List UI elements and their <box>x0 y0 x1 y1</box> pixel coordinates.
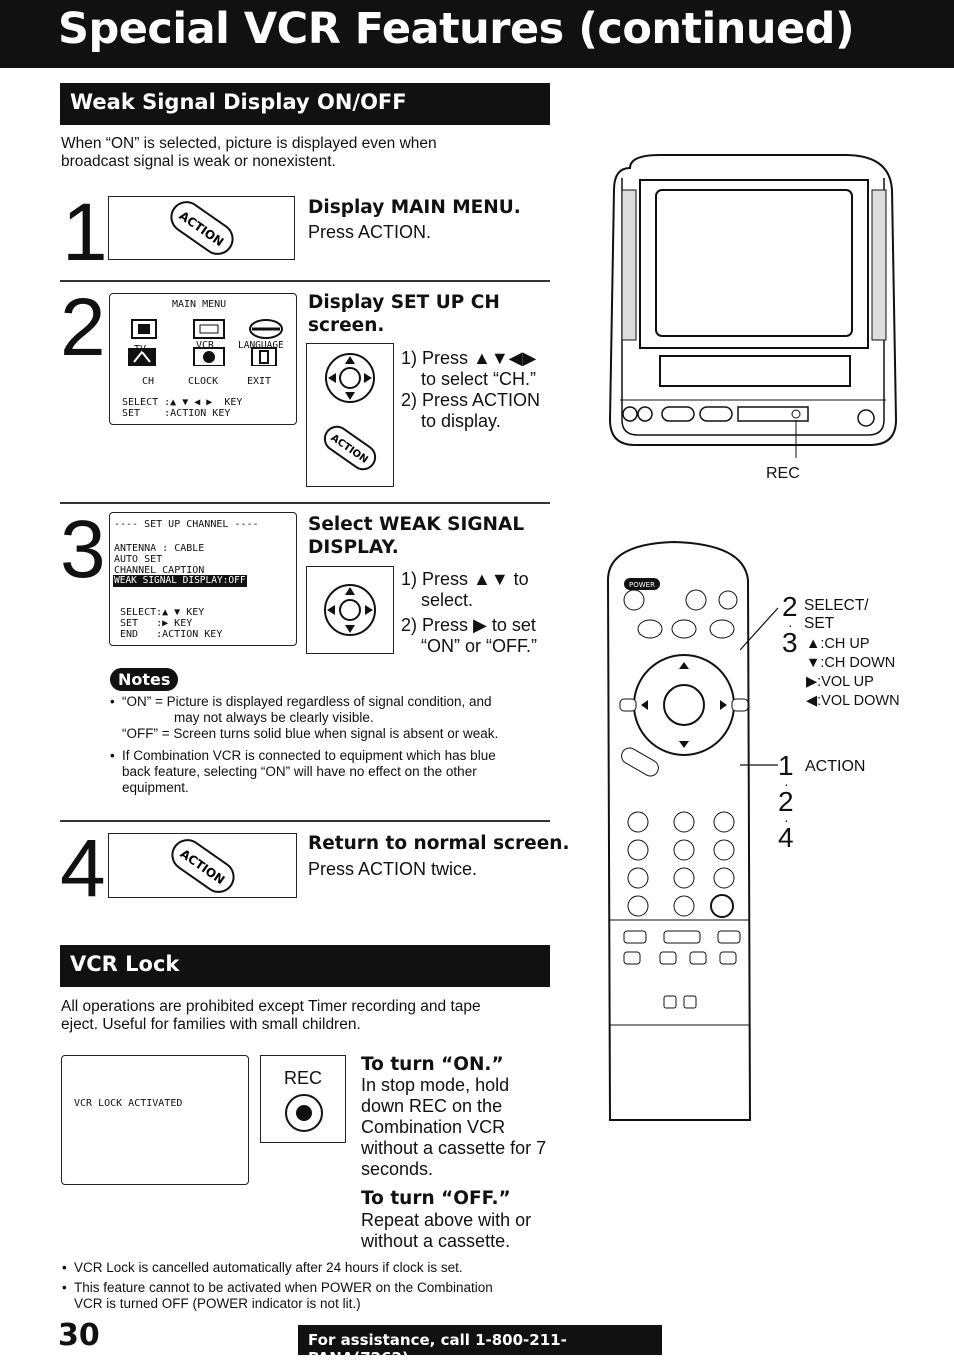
rec-button-icon <box>285 1094 323 1132</box>
note-item: If Combination VCR is connected to equip… <box>110 748 560 796</box>
select-center-button <box>663 684 705 726</box>
setup-channel-caption: CHANNEL CAPTION <box>114 565 205 576</box>
key-legend: ▲:CH UP ▼:CH DOWN ▶:VOL UP ◀:VOL DOWN <box>806 635 900 711</box>
action-icon: ACTION <box>323 425 377 471</box>
callout-select-labels: SELECT/ SET <box>804 597 869 632</box>
step1-title: Display MAIN MENU. <box>308 197 521 218</box>
menu-set-hint: SET :ACTION KEY <box>122 408 231 419</box>
section-bar-vcr-lock: VCR Lock <box>60 945 550 987</box>
vcrlock-intro: All operations are prohibited except Tim… <box>61 998 481 1033</box>
vcr-icon <box>193 319 225 339</box>
menu-label-exit: EXIT <box>247 376 272 387</box>
menu-label-vcr: VCR <box>196 340 215 351</box>
setup-weak-signal-highlight: WEAK SIGNAL DISPLAY:OFF <box>113 575 247 587</box>
step2-keys-panel: ACTION <box>306 343 394 487</box>
action-button-icon: ACTION <box>170 201 234 255</box>
rec-button-panel: REC <box>260 1055 346 1143</box>
menu-label-ch: CH <box>142 376 155 387</box>
step-number-3: 3 <box>60 504 106 595</box>
step2-title: Display SET UP CH screen. <box>308 292 500 336</box>
key-vol-up: ▶:VOL UP <box>806 674 874 690</box>
power-button <box>624 578 660 590</box>
step-number-2: 2 <box>60 282 106 373</box>
divider <box>60 820 550 822</box>
cassette-slot <box>659 355 851 387</box>
key-ch-up: ▲:CH UP <box>806 636 870 652</box>
assistance-bar: For assistance, call 1-800-211-PANA(7262… <box>298 1325 662 1367</box>
turn-off-title: To turn “OFF.” <box>361 1188 511 1209</box>
remote-control: POWER <box>606 540 752 1121</box>
key-ch-down: ▼:CH DOWN <box>806 655 896 671</box>
divider <box>60 280 550 282</box>
setup-select-hint: SELECT:▲ ▼ KEY <box>120 607 205 618</box>
rec-label: REC <box>283 1068 322 1088</box>
action-button-icon: ACTION <box>171 839 235 893</box>
vcrlock-notes: VCR Lock is cancelled automatically afte… <box>62 1260 562 1312</box>
action-button <box>621 747 659 777</box>
menu-label-language: LANGUAGE <box>238 340 284 351</box>
step3-title: Select WEAK SIGNAL DISPLAY. <box>308 514 525 558</box>
section-bar-weak-signal: Weak Signal Display ON/OFF <box>60 83 550 125</box>
svg-text:POWER: POWER <box>629 581 655 589</box>
joystick-icon <box>324 584 376 636</box>
notes-list: “ON” = Picture is displayed regardless o… <box>110 694 560 796</box>
callout-select-num: 2 · 3 <box>782 591 798 658</box>
step4-body: Press ACTION twice. <box>308 859 478 879</box>
notes-badge: Notes <box>110 668 179 691</box>
tv-rec-label: REC <box>766 465 800 482</box>
rec-indicator <box>791 409 801 419</box>
menu-icons <box>128 319 283 366</box>
menu-label-clock: CLOCK <box>188 376 219 387</box>
vcrlock-note: This feature cannot to be activated when… <box>62 1280 562 1312</box>
setup-antenna: ANTENNA : CABLE <box>114 543 205 554</box>
setup-set-hint: SET :▶ KEY <box>120 618 193 629</box>
callout-action-nums: 1 · 2 · 4 <box>778 750 794 853</box>
tv-vcr-illustration <box>608 154 898 458</box>
joystick-icon <box>325 353 375 403</box>
page-number: 30 <box>58 1318 100 1353</box>
vcrlock-note: VCR Lock is cancelled automatically afte… <box>62 1260 562 1276</box>
setup-title: ---- SET UP CHANNEL ---- <box>114 519 259 530</box>
step3-instructions: 1) Press ▲▼ to select. 2) Press ▶ to set… <box>401 569 537 656</box>
vcr-lock-screen: VCR LOCK ACTIVATED <box>61 1055 249 1185</box>
step3-keys-panel <box>306 566 394 654</box>
action-button-panel-4: ACTION <box>108 833 297 898</box>
note-item: “ON” = Picture is displayed regardless o… <box>110 694 560 742</box>
callout-lines <box>740 607 779 766</box>
turn-on-body: In stop mode, hold down REC on the Combi… <box>361 1075 547 1179</box>
page-header: Special VCR Features (continued) <box>0 0 954 68</box>
callout-action-label: ACTION <box>805 758 866 775</box>
exit-icon <box>251 347 277 366</box>
step-number-4: 4 <box>60 823 106 914</box>
rec-remote-button <box>663 995 677 1009</box>
section-title-vcr-lock: VCR Lock <box>70 952 180 976</box>
key-vol-down: ◀:VOL DOWN <box>806 693 900 709</box>
divider <box>60 502 550 504</box>
step4-title: Return to normal screen. <box>308 833 570 854</box>
turn-off-body: Repeat above with or without a cassette. <box>361 1210 532 1251</box>
menu-select-hint: SELECT :▲ ▼ ◀ ▶ KEY <box>122 397 243 408</box>
section-title-weak-signal: Weak Signal Display ON/OFF <box>70 90 407 114</box>
weak-intro: When “ON” is selected, picture is displa… <box>61 135 437 170</box>
step2-instructions: 1) Press ▲▼◀▶ to select “CH.” 2) Press A… <box>401 348 541 431</box>
main-menu-title: MAIN MENU <box>172 299 227 310</box>
vcr-lock-message: VCR LOCK ACTIVATED <box>74 1098 183 1109</box>
setup-auto-set: AUTO SET <box>114 554 163 565</box>
step-number-1: 1 <box>62 187 108 278</box>
menu-label-tv: TV <box>134 344 147 355</box>
setup-end-hint: END :ACTION KEY <box>120 629 223 640</box>
step1-body: Press ACTION. <box>308 222 432 242</box>
page-title: Special VCR Features (continued) <box>58 4 855 54</box>
setup-channel-screen: ---- SET UP CHANNEL ---- ANTENNA : CABLE… <box>109 512 297 646</box>
turn-on-title: To turn “ON.” <box>361 1054 504 1075</box>
number-keypad <box>627 811 735 918</box>
action-button-panel: ACTION <box>108 196 295 260</box>
main-menu-screen: MAIN MENU TV VCR LANGUAGE CH CLOCK EXIT … <box>109 293 297 425</box>
tv-screen <box>655 189 853 337</box>
